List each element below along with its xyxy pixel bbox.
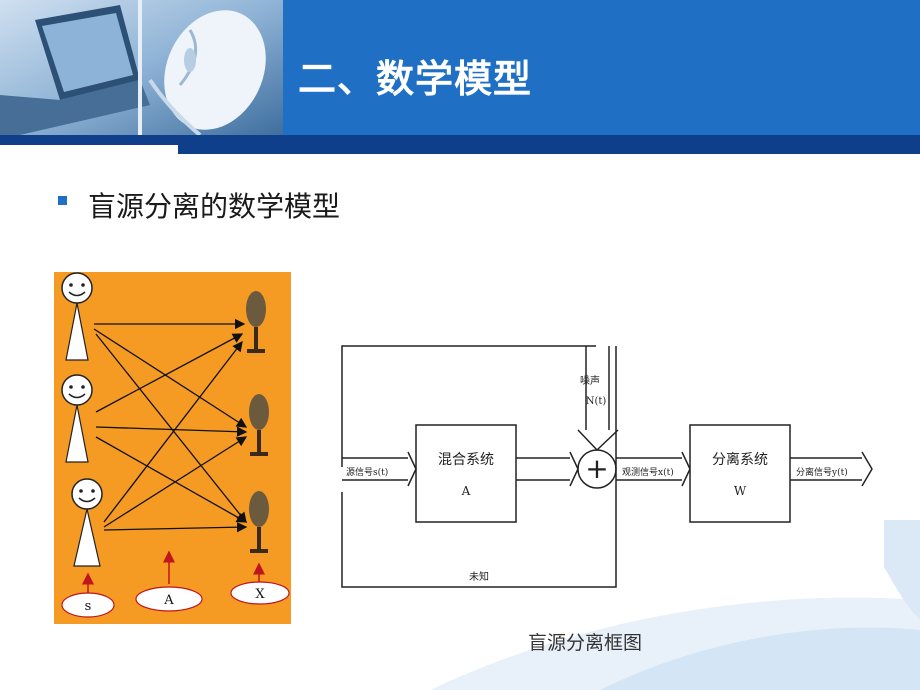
label-s-ellipse — [61, 592, 115, 618]
unknown-label: 未知 — [469, 570, 489, 583]
bss-block-diagram: + 噪声 N(t) 源信号s(t) 混合系统 A 观测信号x(t) 分离系统 W… — [324, 332, 884, 597]
plus-symbol: + — [585, 452, 608, 485]
mix-box-line1: 混合系统 — [438, 452, 494, 468]
microphone-icon-2 — [249, 394, 269, 456]
speaker-person-icon-2 — [61, 374, 93, 463]
slide-header: 二、数学模型 — [0, 0, 920, 135]
bullet-marker — [58, 196, 67, 205]
slide-title: 二、数学模型 — [298, 57, 533, 101]
adder-circle — [577, 449, 617, 489]
unknown-loop-top-left — [341, 345, 596, 467]
speaker-person-icon-1 — [61, 272, 93, 361]
figure-caption: 盲源分离框图 — [528, 632, 643, 654]
title-rule-shadow — [178, 145, 920, 154]
separation-box — [689, 424, 791, 523]
speaker-person-icon-3 — [71, 478, 103, 567]
bullet-text: 盲源分离的数学模型 — [88, 190, 341, 223]
microphone-icon-3 — [249, 491, 269, 553]
microphone-icon-1 — [246, 291, 266, 353]
mix-box-line2: A — [461, 484, 471, 498]
mixing-illustration: s A X — [54, 272, 291, 624]
observed-label: 观测信号x(t) — [622, 466, 674, 478]
label-a: A — [163, 593, 174, 608]
output-label: 分离信号y(t) — [796, 466, 848, 478]
mixing-arrows — [93, 318, 248, 533]
header-photo-laptop-mouse — [0, 0, 283, 135]
noise-label-2: N(t) — [586, 396, 607, 407]
sep-box-line1: 分离系统 — [712, 451, 768, 468]
title-rule — [0, 135, 920, 145]
input-label: 源信号s(t) — [346, 466, 388, 478]
sep-box-line2: W — [734, 484, 747, 498]
label-x: X — [255, 587, 265, 602]
noise-label-1: 噪声 — [580, 374, 600, 387]
label-x-ellipse — [230, 581, 290, 605]
label-s: s — [85, 599, 92, 614]
label-a-ellipse — [135, 586, 203, 612]
header-bar — [283, 0, 920, 135]
mixing-box — [415, 424, 517, 523]
